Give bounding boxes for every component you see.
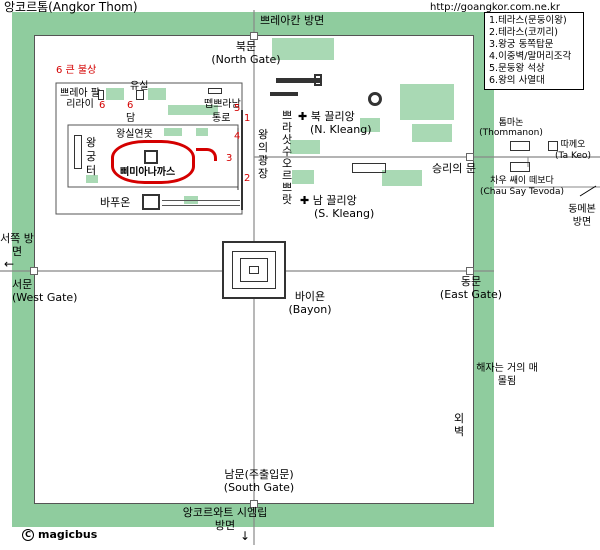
baphuon-temple [142,194,160,210]
plus-icon: ✚ [298,110,308,123]
green-block [164,128,182,136]
phimeanakas-temple [144,150,158,164]
south-gate-label: 남문(주출입문) (South Gate) [223,468,295,494]
source-url[interactable]: http://goangkor.com.ne.kr [430,2,560,13]
victory-gate-label: 승리의 문 [432,162,476,175]
thommanon-label: 톰마논 (Thommanon) [479,118,543,138]
direction-east: 동메본 방면 [568,204,596,228]
structure [98,90,104,100]
legend-box: 1.테라스(문둥이왕) 2.테라스(코끼리) 3.왕궁 동쪽탑문 4.이중벽/말… [484,12,584,90]
legend-item: 2.테라스(코끼리) [489,27,558,38]
map-number-6: 6 [99,100,106,111]
direction-south: 앙코르와트 시엠립 방면 [182,506,268,532]
structure [510,141,530,151]
green-block [148,88,166,100]
big-buddha-label: 6 큰 불상 [56,65,97,76]
structure [510,162,530,172]
credit-text: magicbus [38,528,98,541]
green-block [292,170,314,184]
royal-palace-label: 왕 궁 터 [85,136,97,177]
structure [208,88,222,94]
map-number-5: 5 [234,103,241,114]
direction-west: 서쪽 방면 [0,232,34,258]
baphuon-causeway [162,200,240,206]
red-mark [196,148,217,161]
bayon-temple [222,241,286,299]
structure [74,135,82,169]
green-block [106,88,124,100]
copyright-icon: C [22,529,34,541]
prasat-suor-prat-label: 쁘라삿 수오르 쁘랏 [281,109,293,206]
south-khleang-label: ✚ 남 끌리앙 (S. Kleang) [300,194,375,220]
west-gate-label: 서문 (West Gate) [12,278,78,304]
moat-note: 해자는 거의 매몰됨 [476,363,538,387]
green-block [400,84,454,120]
structure [352,163,386,173]
structure [136,90,144,100]
structure [548,141,558,151]
green-block [86,175,98,183]
map-number-1: 1 [244,113,251,124]
legend-item: 3.왕궁 동쪽탑문 [489,39,554,50]
bayon-label: 바이욘 (Bayon) [288,290,332,316]
west-arrow-icon: ← [4,257,15,271]
structure [276,78,320,83]
north-khleang-label: ✚ 북 끌리앙 (N. Kleang) [298,110,372,136]
legend-item: 1.테라스(문둥이왕) [489,15,567,26]
tep-pranam-label: 뗍쁘라남 [204,99,241,110]
north-gate-label: 북문 (North Gate) [211,40,281,66]
royal-square-label: 왕의 광장 [257,128,269,180]
legend-item: 5.문둥왕 석상 [489,63,545,74]
green-block [168,105,218,115]
south-gate-marker [250,500,258,508]
phimeanakas-highlight [111,140,195,184]
structure [314,74,322,86]
map-number-6: 6 [127,100,134,111]
north-gate-marker [250,32,258,40]
plus-icon: ✚ [300,194,310,207]
green-block [412,124,452,142]
baphuon-label: 바푸온 [100,196,131,209]
map-number-3: 3 [226,153,233,164]
ta-keo-label: 따께오 (Ta Keo) [555,140,591,161]
east-gate-marker [466,267,474,275]
green-block [360,118,380,132]
east-gate-label: 동문 (East Gate) [439,275,503,301]
green-block [290,140,320,154]
preah-palilay-label: 쁘레아 팔리라이 [60,88,100,110]
map-title: 앙코르톰(Angkor Thom) [4,0,138,14]
phimeanakas-label: 삐미아나까스 [120,167,176,178]
green-block [272,38,334,60]
direction-preah-khan: 쁘레아칸 방면 [260,14,325,27]
map-number-4: 4 [234,131,241,142]
victory-gate-marker [466,153,474,161]
structure [270,92,298,96]
green-block [196,128,208,136]
structure [368,92,382,106]
tongno-label: 통로 [212,113,231,124]
map-number-2: 2 [244,173,251,184]
west-gate-marker [30,267,38,275]
outer-wall-label: 외 벽 [453,412,465,438]
legend-item: 6.왕의 사열대 [489,75,545,86]
chau-say-label: 차우 쌔이 떼보다 (Chau Say Tevoda) [479,176,565,197]
legend-item: 4.이중벽/말머리조각 [489,51,572,62]
yusil-label: 유실 [130,81,149,92]
south-arrow-icon: ↓ [240,529,251,543]
green-block [382,170,422,186]
royal-pond-label: 왕실연못 [116,129,153,140]
dam-label: 담 [126,113,136,124]
